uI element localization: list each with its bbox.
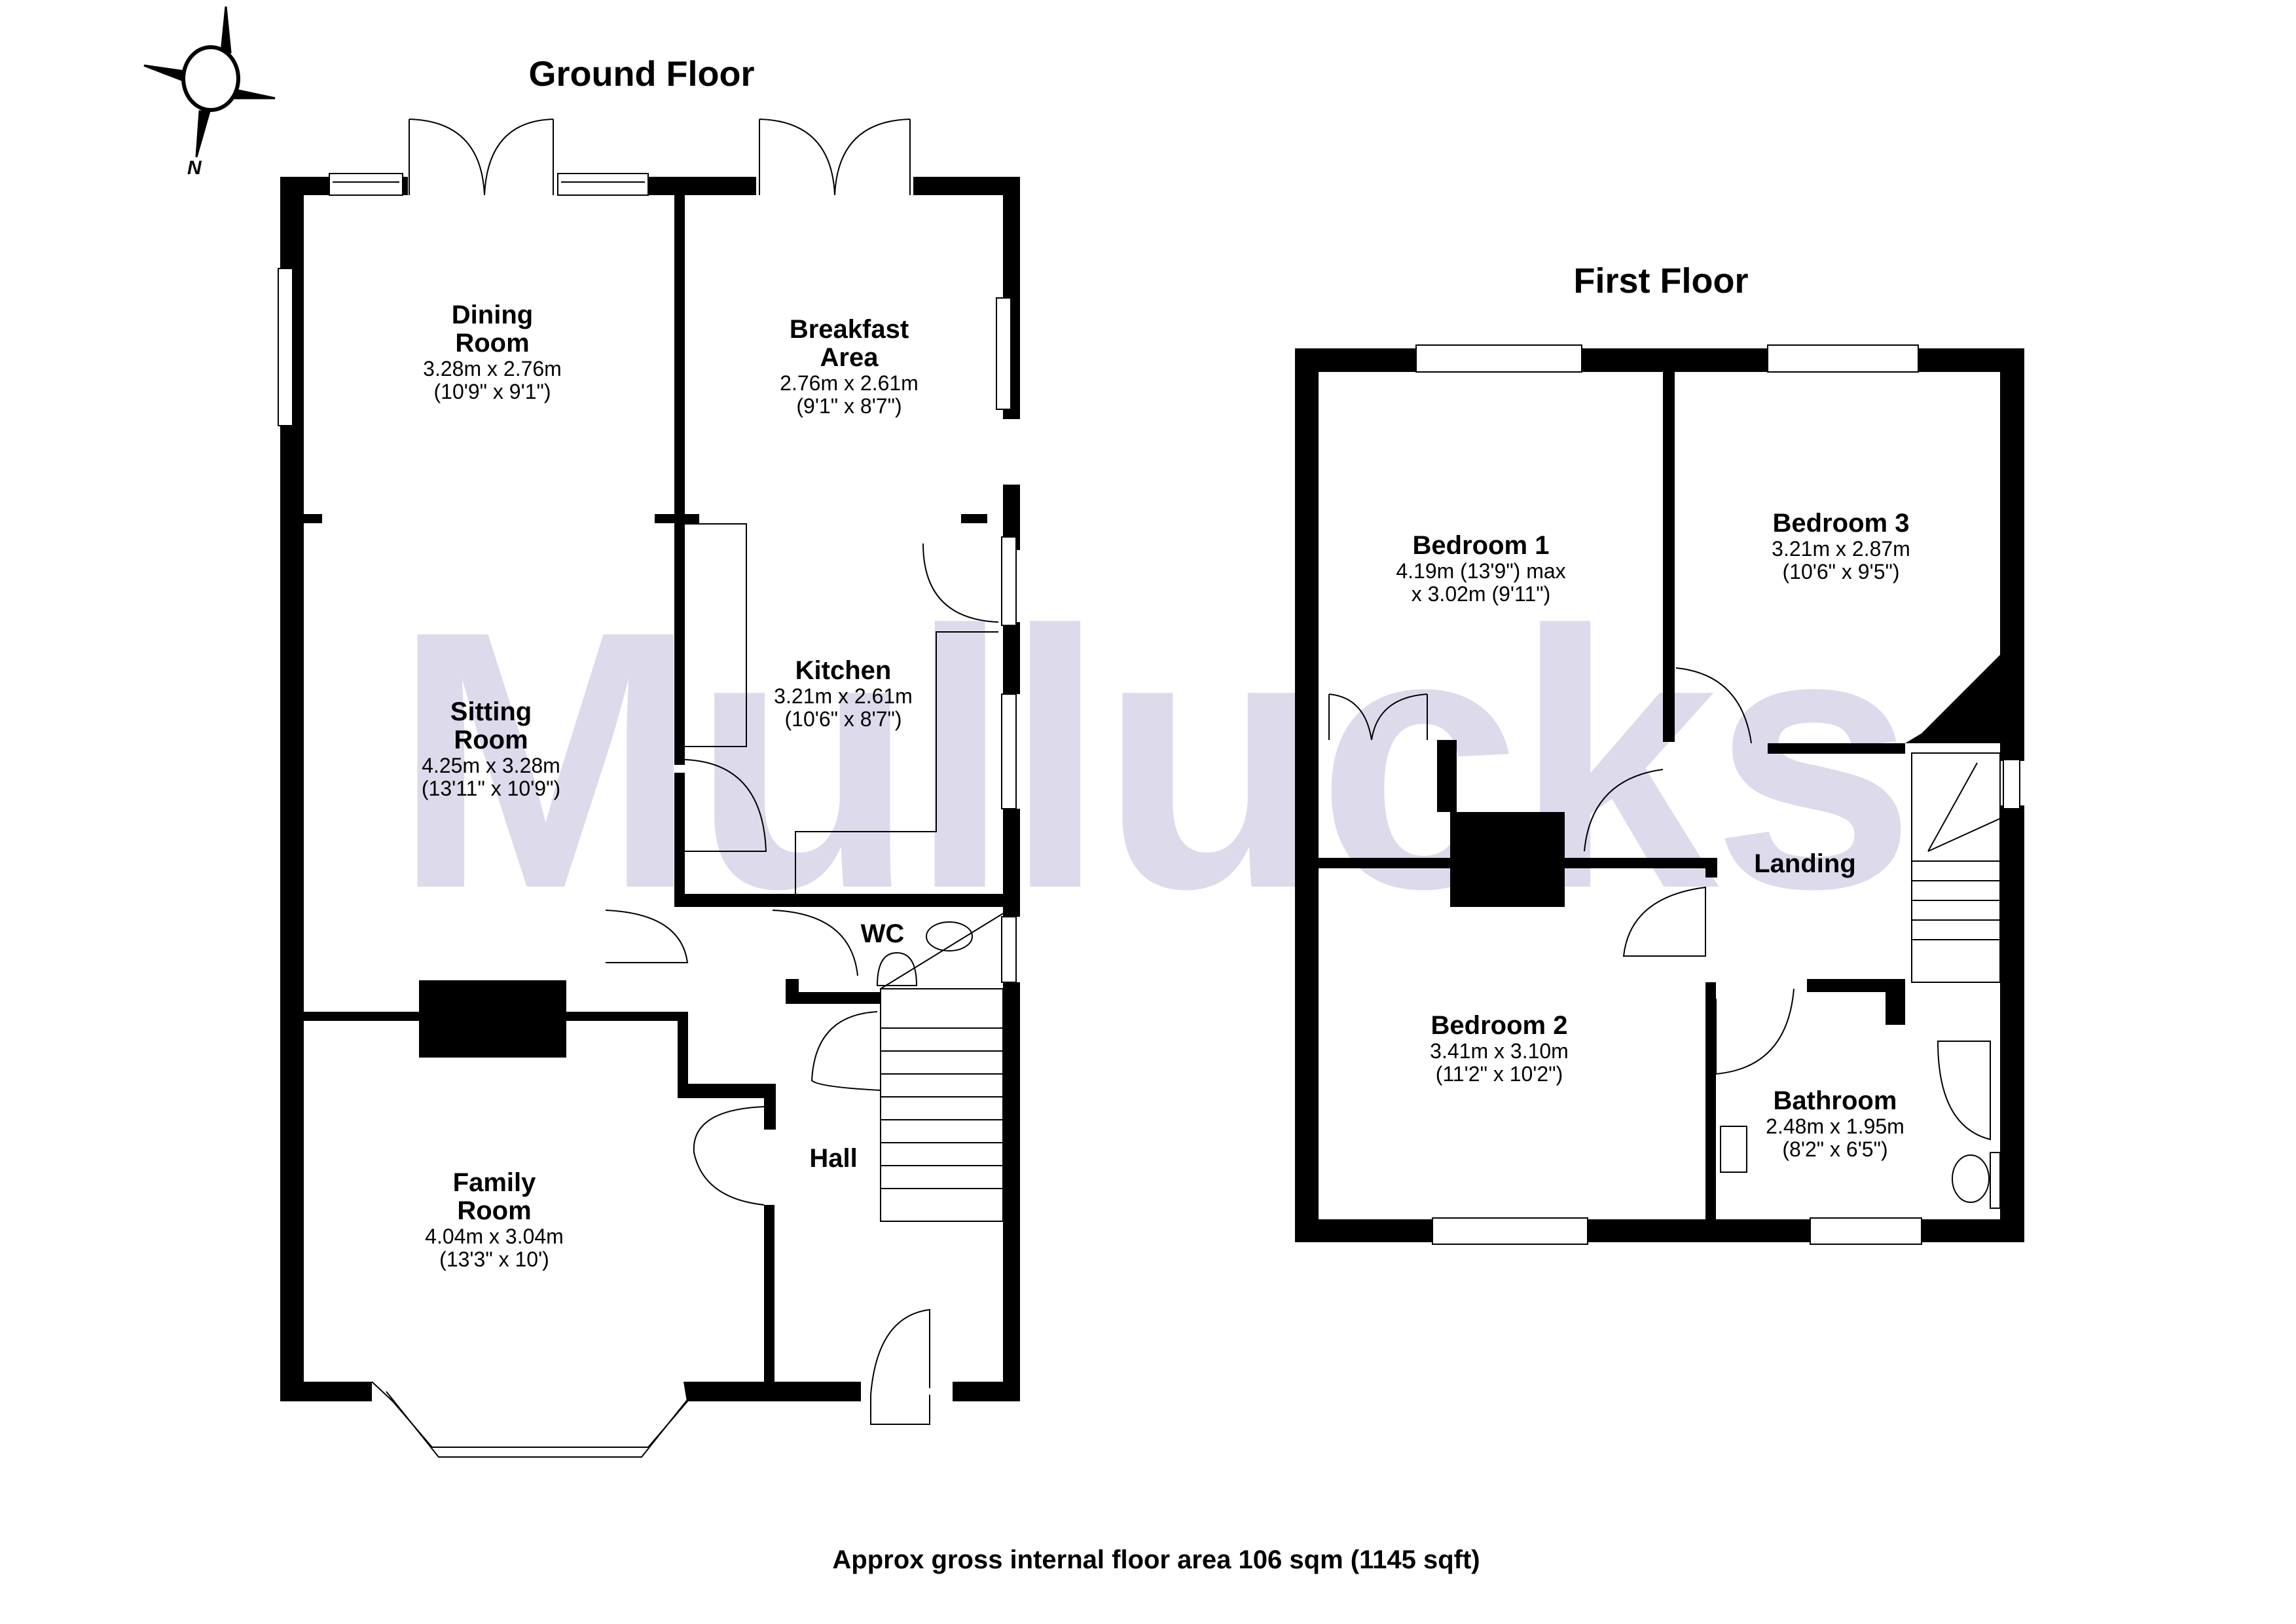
room-metric: 3.21m x 2.61m bbox=[774, 684, 913, 709]
room-name: WC bbox=[860, 919, 905, 948]
room-label-dining-room: Dining Room 3.28m x 2.76m (10'9" x 9'1") bbox=[423, 301, 562, 403]
room-imperial: (10'6" x 8'7") bbox=[784, 707, 902, 731]
room-metric: 4.25m x 3.28m bbox=[422, 754, 560, 778]
room-name: Bedroom 1 bbox=[1412, 531, 1550, 560]
room-metric: 3.28m x 2.76m bbox=[423, 357, 562, 381]
room-label-wc: WC bbox=[860, 919, 905, 948]
first-floor-walls bbox=[1295, 348, 2024, 1242]
room-imperial: (8'2" x 6'5") bbox=[1782, 1137, 1888, 1161]
room-name: Area bbox=[820, 343, 879, 373]
ground-floor-fixtures bbox=[278, 119, 1017, 1458]
room-label-hall: Hall bbox=[809, 1144, 858, 1173]
room-name: Landing bbox=[1754, 849, 1856, 878]
room-label-sitting-room: Sitting Room 4.25m x 3.28m (13'11" x 10'… bbox=[421, 697, 561, 800]
room-name: Hall bbox=[809, 1144, 858, 1173]
room-imperial: (11'2" x 10'2") bbox=[1435, 1061, 1563, 1086]
room-label-kitchen: Kitchen 3.21m x 2.61m (10'6" x 8'7") bbox=[774, 656, 913, 731]
room-metric: 2.76m x 2.61m bbox=[780, 371, 919, 396]
room-name: Bedroom 2 bbox=[1430, 1011, 1568, 1040]
watermark-text: Mullucks bbox=[393, 555, 1916, 965]
room-metric: x 3.02m (9'11") bbox=[1411, 581, 1551, 606]
room-imperial: (13'11" x 10'9") bbox=[421, 776, 561, 800]
compass-icon bbox=[143, 6, 276, 158]
room-imperial: (13'3" x 10') bbox=[439, 1247, 549, 1271]
room-name: Kitchen bbox=[795, 656, 892, 685]
room-name: Sitting bbox=[450, 697, 532, 726]
room-metric: 3.41m x 3.10m bbox=[1430, 1039, 1569, 1063]
room-label-bedroom-1: Bedroom 1 4.19m (13'9") max x 3.02m (9'1… bbox=[1396, 531, 1566, 606]
floor-area-footer: Approx gross internal floor area 106 sqm… bbox=[832, 1545, 1480, 1574]
room-name: Bedroom 3 bbox=[1772, 509, 1910, 538]
room-name: Room bbox=[455, 329, 530, 358]
room-label-bedroom-2: Bedroom 2 3.41m x 3.10m (11'2" x 10'2") bbox=[1430, 1011, 1569, 1086]
room-imperial: (10'6" x 9'5") bbox=[1782, 559, 1900, 583]
room-label-family-room: Family Room 4.04m x 3.04m (13'3" x 10') bbox=[425, 1168, 564, 1271]
room-metric: 2.48m x 1.95m bbox=[1766, 1115, 1904, 1139]
room-imperial: (10'9" x 9'1") bbox=[433, 379, 551, 403]
room-name: Room bbox=[457, 1196, 532, 1226]
room-label-bathroom: Bathroom 2.48m x 1.95m (8'2" x 6'5") bbox=[1766, 1086, 1904, 1161]
room-metric: 4.04m x 3.04m bbox=[425, 1225, 564, 1249]
room-name: Breakfast bbox=[789, 315, 909, 344]
room-label-landing: Landing bbox=[1754, 849, 1856, 878]
room-imperial: (9'1" x 8'7") bbox=[796, 394, 902, 418]
room-label-breakfast-area: Breakfast Area 2.76m x 2.61m (9'1" x 8'7… bbox=[780, 315, 919, 418]
first-floor-fixtures bbox=[1328, 344, 2020, 1245]
room-metric: 3.21m x 2.87m bbox=[1772, 537, 1910, 561]
compass-north-label: N bbox=[187, 157, 202, 179]
room-metric: 4.19m (13'9") max bbox=[1396, 559, 1566, 583]
ground-floor-title: Ground Floor bbox=[528, 54, 755, 94]
room-name: Family bbox=[452, 1168, 536, 1197]
room-name: Dining bbox=[451, 301, 534, 329]
first-floor-title: First Floor bbox=[1573, 261, 1749, 301]
room-name: Room bbox=[454, 726, 528, 755]
room-name: Bathroom bbox=[1773, 1086, 1897, 1115]
room-label-bedroom-3: Bedroom 3 3.21m x 2.87m (10'6" x 9'5") bbox=[1772, 509, 1910, 583]
